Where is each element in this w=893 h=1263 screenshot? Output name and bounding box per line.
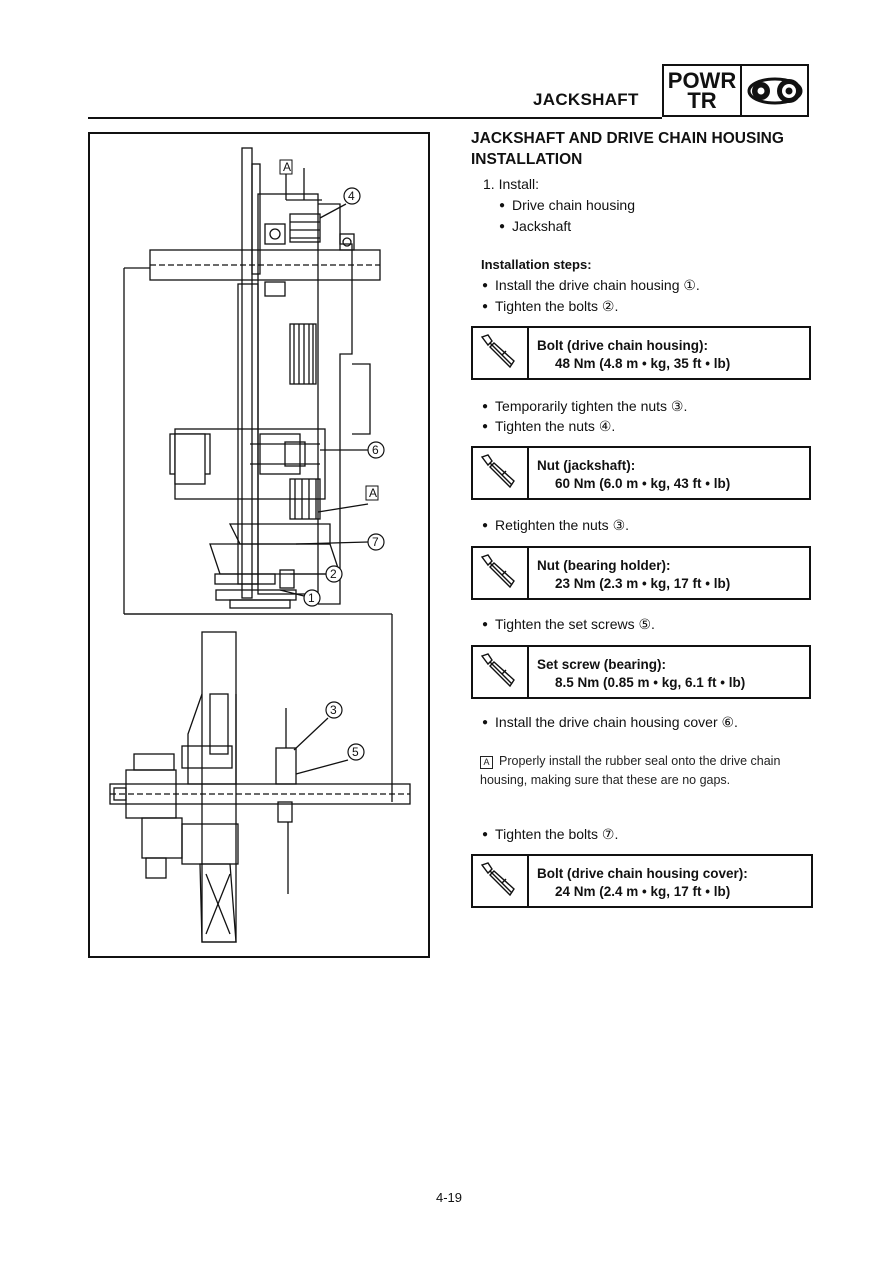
spec-value: 48 Nm (4.8 m • kg, 35 ft • lb) [555,356,731,371]
note-text: Properly install the rubber seal onto th… [480,754,781,787]
callout-a-top: A [283,160,291,174]
torque-spec-box: Nut (jackshaft): 60 Nm (6.0 m • kg, 43 ft… [471,446,811,500]
spec-label: Bolt (drive chain housing): [537,338,708,353]
spec-label: Bolt (drive chain housing cover): [537,866,748,881]
torque-wrench-icon [473,647,529,697]
spec-label: Set screw (bearing): [537,657,667,672]
drive-sprocket-icon [742,66,807,115]
torque-wrench-icon [473,328,529,378]
spec-value: 24 Nm (2.4 m • kg, 17 ft • lb) [555,884,731,899]
torque-wrench-icon [473,548,529,598]
section-title: JACKSHAFT AND DRIVE CHAIN HOUSING INSTAL… [471,130,784,168]
callout-7: 7 [372,535,379,549]
spec-value: 23 Nm (2.3 m • kg, 17 ft • lb) [555,576,731,591]
installation-steps-title: Installation steps: [481,257,592,272]
step-bullet: Tighten the nuts ④. [482,416,615,437]
badge-label: POWR TR [664,66,742,115]
torque-wrench-icon [473,448,529,498]
torque-spec-box: Bolt (drive chain housing cover): 24 Nm (… [471,854,813,908]
note-mark: A [480,756,493,769]
torque-spec-box: Bolt (drive chain housing): 48 Nm (4.8 m … [471,326,811,380]
callout-a-mid: A [369,486,377,500]
step-install: 1. Install: [483,176,540,192]
callout-4: 4 [348,189,355,203]
torque-spec-box: Set screw (bearing): 8.5 Nm (0.85 m • kg,… [471,645,811,699]
install-item: Jackshaft [499,218,816,234]
step-bullet: Tighten the set screws ⑤. [482,614,655,635]
step-bullet: Tighten the bolts ⑦. [482,824,618,845]
content-column: JACKSHAFT AND DRIVE CHAIN HOUSING INSTAL… [471,128,816,234]
step-bullet: Tighten the bolts ②. [482,296,618,317]
step-bullet: Retighten the nuts ③. [482,515,629,536]
badge-line1: POWR [667,67,737,93]
callout-6: 6 [372,443,379,457]
exploded-diagram: A 4 6 A 7 2 1 3 5 [88,132,430,958]
callout-3: 3 [330,703,337,717]
page-section-title: JACKSHAFT [533,90,639,109]
callout-5: 5 [352,745,359,759]
torque-wrench-icon [473,856,529,906]
page-number: 4-19 [436,1190,463,1205]
section-badge: POWR TR [662,64,809,117]
step-bullet: Temporarily tighten the nuts ③. [482,396,687,417]
step-bullet: Install the drive chain housing ①. [482,275,700,296]
callout-1: 1 [308,591,315,605]
spec-label: Nut (bearing holder): [537,558,671,573]
callout-2: 2 [330,567,337,581]
badge-line2: TR [687,87,717,113]
step-bullet: Install the drive chain housing cover ⑥. [482,712,738,733]
install-item: Drive chain housing [499,197,816,213]
spec-value: 60 Nm (6.0 m • kg, 43 ft • lb) [555,476,731,491]
spec-value: 8.5 Nm (0.85 m • kg, 6.1 ft • lb) [555,675,746,690]
torque-spec-box: Nut (bearing holder): 23 Nm (2.3 m • kg, … [471,546,811,600]
spec-label: Nut (jackshaft): [537,458,636,473]
jackshaft-cross-section-drawing: A 4 6 A 7 2 1 3 5 [109,147,411,943]
header-rule [88,117,662,119]
